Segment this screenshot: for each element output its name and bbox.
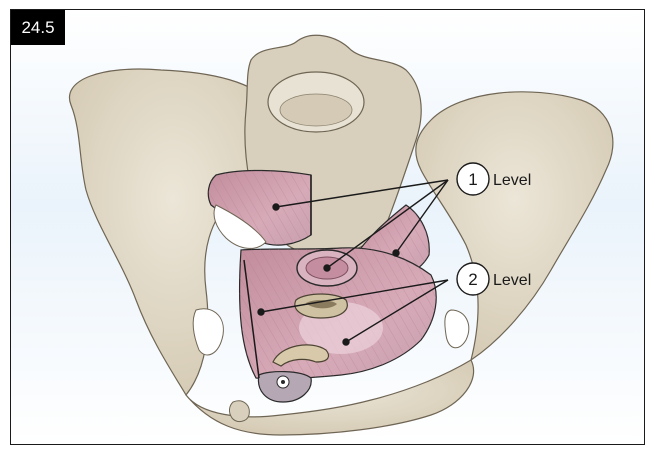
ischium-right <box>445 310 469 348</box>
callout-2-number: 2 <box>468 270 477 289</box>
callout-1-label: Level <box>493 172 531 189</box>
coccyx <box>229 401 249 422</box>
figure-number-badge: 24.5 <box>11 10 65 45</box>
callout-2-label: Level <box>493 272 531 289</box>
pelvis-illustration: 1 Level 2 Level <box>11 10 645 445</box>
callout-1-number: 1 <box>468 170 477 189</box>
figure-frame: 1 Level 2 Level 24.5 <box>10 9 645 445</box>
